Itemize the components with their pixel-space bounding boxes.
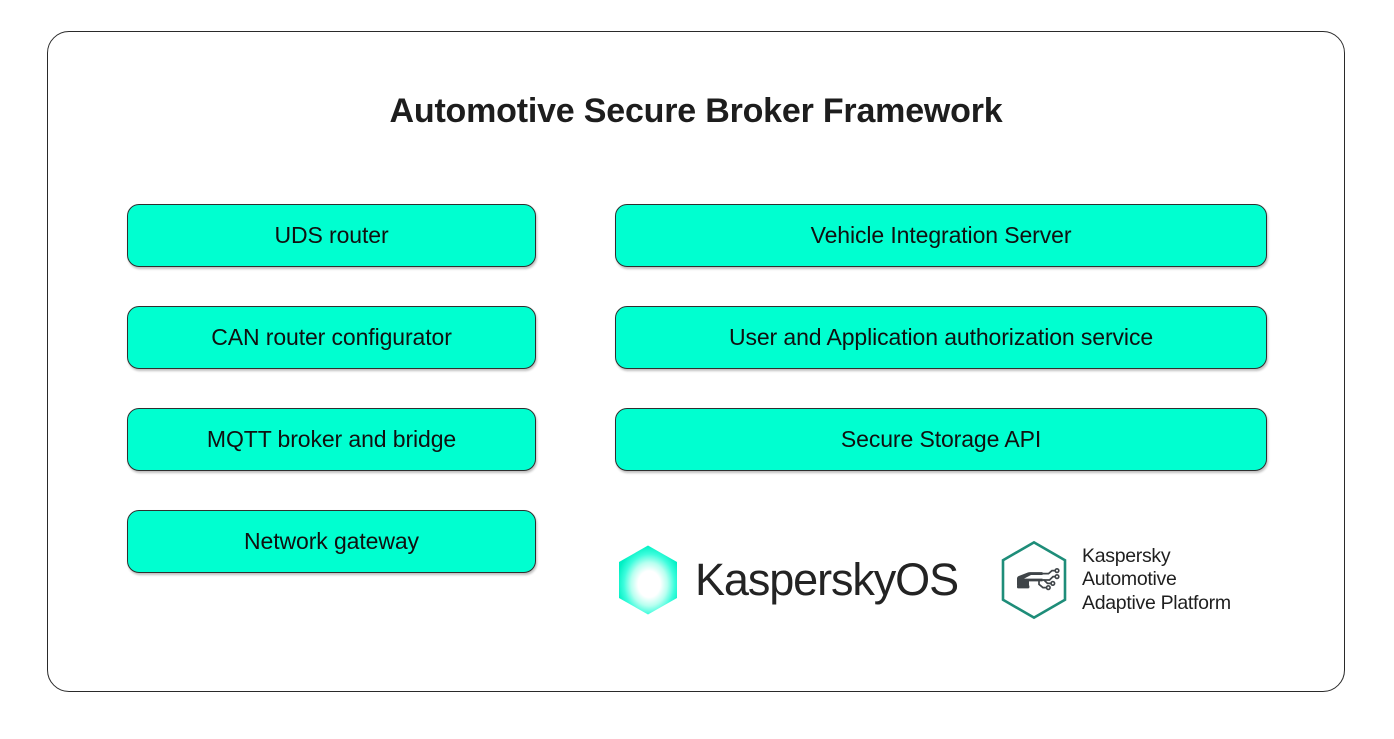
right-column: Vehicle Integration Server User and Appl… xyxy=(615,204,1267,471)
component-label: CAN router configurator xyxy=(211,324,452,350)
component-label: Network gateway xyxy=(244,528,419,554)
component-label: MQTT broker and bridge xyxy=(206,426,457,452)
component-box-secure-storage-api[interactable]: Secure Storage API xyxy=(615,408,1267,471)
logo-strip: KasperskyOS xyxy=(615,525,1315,635)
component-box-can-router-configurator[interactable]: CAN router configurator xyxy=(127,306,536,369)
kasperskyos-logo: KasperskyOS xyxy=(615,544,959,616)
component-box-vehicle-integration-server[interactable]: Vehicle Integration Server xyxy=(615,204,1267,267)
car-circuit-hexagon-icon xyxy=(998,540,1070,620)
component-label: Secure Storage API xyxy=(840,426,1042,452)
kaap-line-2: Automotive xyxy=(1082,568,1177,591)
kaap-text-block: Kaspersky Automotive Adaptive Platform xyxy=(1082,545,1231,616)
component-box-network-gateway[interactable]: Network gateway xyxy=(127,510,536,573)
kasperskyos-wordmark: KasperskyOS xyxy=(695,554,959,605)
diagram-frame: Automotive Secure Broker Framework UDS r… xyxy=(47,31,1345,692)
component-box-uds-router[interactable]: UDS router xyxy=(127,204,536,267)
component-label: Vehicle Integration Server xyxy=(810,222,1072,248)
component-label: UDS router xyxy=(274,222,389,248)
left-column: UDS router CAN router configurator MQTT … xyxy=(127,204,536,573)
kaap-line-1: Kaspersky xyxy=(1082,544,1171,567)
component-box-mqtt-broker-and-bridge[interactable]: MQTT broker and bridge xyxy=(127,408,536,471)
component-label: User and Application authorization servi… xyxy=(728,324,1154,350)
kaspersky-automotive-adaptive-platform-logo: Kaspersky Automotive Adaptive Platform xyxy=(998,540,1231,620)
kaap-line-3: Adaptive Platform xyxy=(1082,591,1231,614)
hexagon-glow-icon xyxy=(615,544,681,616)
page-title: Automotive Secure Broker Framework xyxy=(389,92,1003,130)
component-box-user-and-application-authorization-service[interactable]: User and Application authorization servi… xyxy=(615,306,1267,369)
